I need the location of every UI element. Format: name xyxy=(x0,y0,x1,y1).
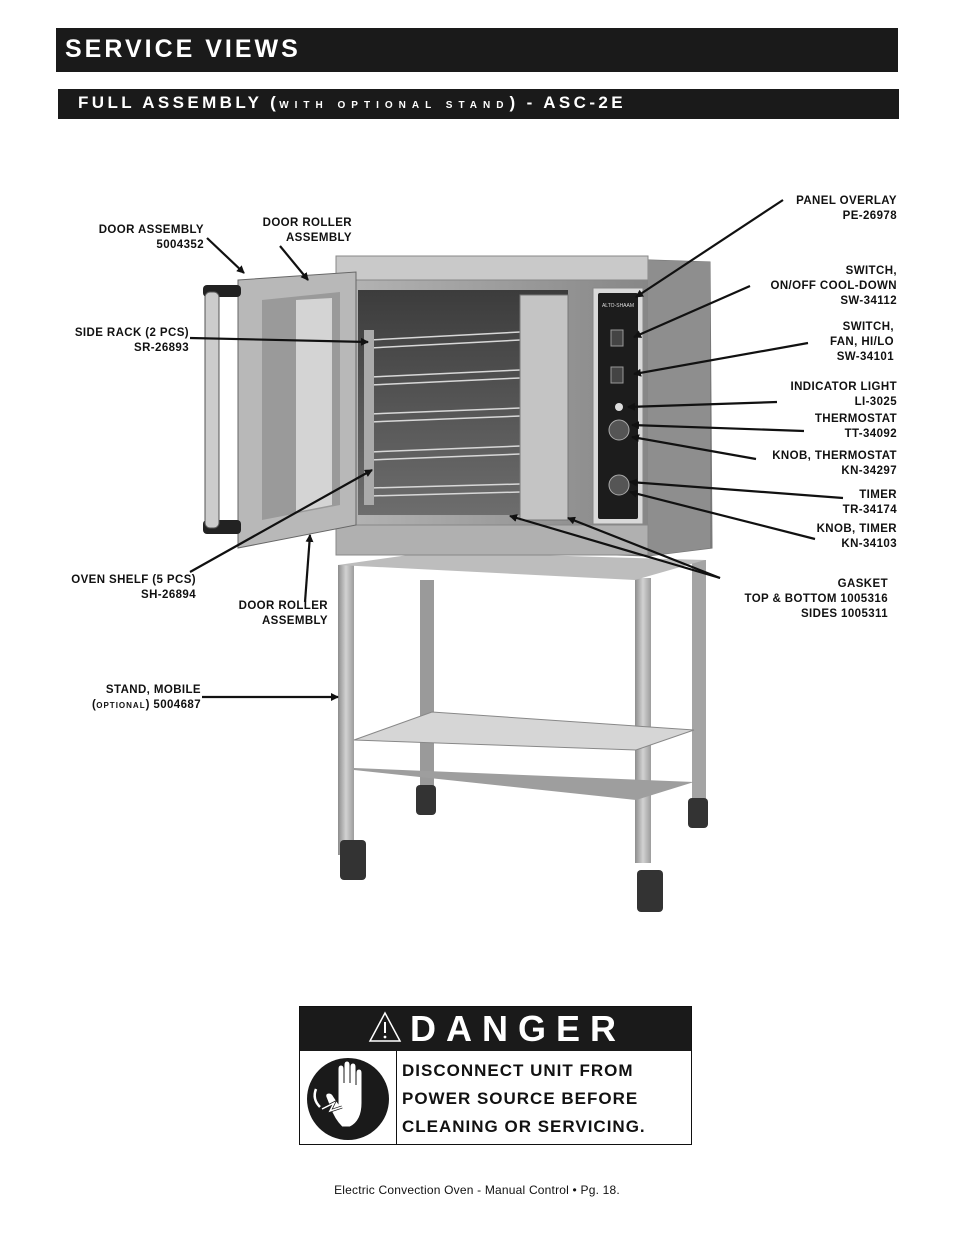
danger-header: DANGER xyxy=(300,1007,691,1051)
warning-triangle-icon xyxy=(368,1011,402,1042)
electric-shock-hand-icon xyxy=(300,1051,397,1145)
danger-message: DISCONNECT UNIT FROM POWER SOURCE BEFORE… xyxy=(402,1061,646,1136)
subsection-title: FULL ASSEMBLY (WITH OPTIONAL STAND) - AS… xyxy=(78,93,626,112)
danger-title: DANGER xyxy=(410,1008,627,1049)
section-title-bar: SERVICE VIEWS xyxy=(56,28,898,72)
danger-warning-box: DANGER DISCONNECT UNIT FROM POWER SOURCE… xyxy=(299,1006,692,1145)
mobile-stand xyxy=(338,552,708,912)
oven-illustration: ALTO-SHAAM xyxy=(189,199,844,912)
door-assembly xyxy=(203,271,357,549)
panel-brand: ALTO-SHAAM xyxy=(602,303,634,309)
oven-body: ALTO-SHAAM xyxy=(335,255,713,557)
callout-stand-mobile: STAND, MOBILE (OPTIONAL) 5004687 xyxy=(92,684,201,711)
leader-lines xyxy=(189,199,844,701)
callout-side-rack: SIDE RACK (2 PCS)SR-26893 xyxy=(74,327,189,354)
callout-oven-shelf: OVEN SHELF (5 PCS)SH-26894 xyxy=(71,574,196,601)
page-footer: Electric Convection Oven - Manual Contro… xyxy=(334,1183,620,1197)
subsection-title-bar: FULL ASSEMBLY (WITH OPTIONAL STAND) - AS… xyxy=(58,89,899,119)
section-title: SERVICE VIEWS xyxy=(65,35,301,63)
